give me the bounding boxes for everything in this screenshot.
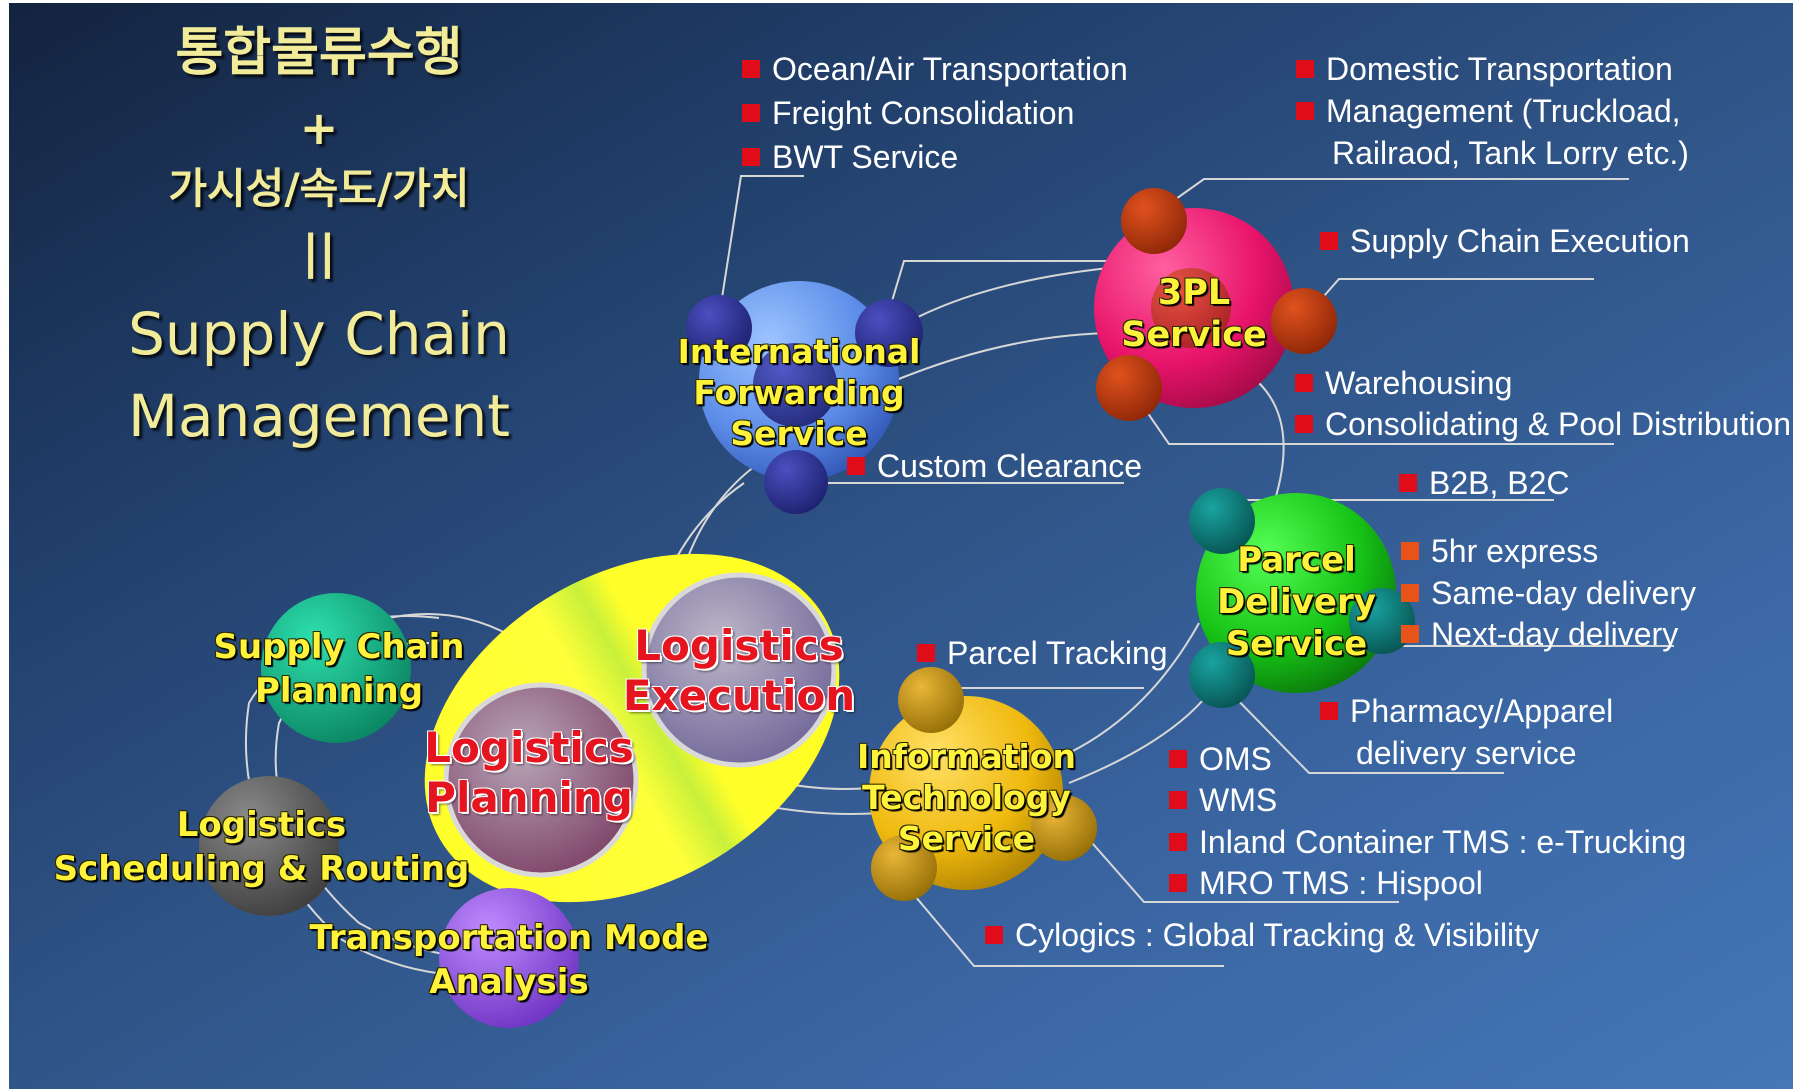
bullet-ocean-air: Ocean/Air Transportation	[742, 49, 1128, 89]
bullet-square-icon	[917, 644, 935, 662]
tma-label-line2: Analysis	[429, 962, 589, 1002]
3pl-label-line2: Service	[1121, 315, 1267, 355]
bullet-inland: Inland Container TMS : e-Trucking	[1169, 822, 1686, 862]
bullet-square-icon	[1296, 102, 1314, 120]
equals-sign: ||	[302, 225, 336, 279]
bullet-square-icon	[1295, 374, 1313, 392]
execution-label-line1: Logistics	[634, 621, 844, 670]
logistics-planning-label: Logistics Planning	[409, 723, 649, 823]
bullet-nextday: Next-day delivery	[1401, 614, 1678, 654]
title-scm-line1: Supply Chain	[128, 300, 510, 368]
bullet-oms: OMS	[1169, 739, 1272, 779]
title-scm: Supply Chain Management	[49, 293, 589, 457]
3pl-cluster	[1094, 188, 1337, 421]
bullet-square-icon	[1169, 750, 1187, 768]
international-label-line3: Service	[730, 414, 868, 453]
bullet-square-icon	[985, 926, 1003, 944]
bullet-wms: WMS	[1169, 780, 1277, 820]
lsr-label-line2: Scheduling & Routing	[53, 849, 470, 889]
bullet-square-icon	[742, 148, 760, 166]
bullet-square-icon	[1169, 833, 1187, 851]
planning-satellites	[199, 593, 579, 1028]
it-label-line2: Technology	[862, 778, 1071, 817]
bullet-management-cont: Railraod, Tank Lorry etc.)	[1332, 135, 1689, 171]
bullet-square-icon	[1401, 584, 1419, 602]
title-block: 통합물류수행 + 가시성/속도/가치 || Supply Chain Manag…	[49, 23, 589, 457]
bullet-parcel-tracking: Parcel Tracking	[917, 633, 1168, 673]
bullet-pharmacy: Pharmacy/Apparel	[1320, 691, 1613, 731]
bullet-square-icon	[1401, 542, 1419, 560]
tma-label-line1: Transportation Mode	[309, 918, 709, 958]
transportation-mode-label: Transportation Mode Analysis	[289, 916, 729, 1004]
parcel-delivery-label: Parcel Delivery Service	[1199, 539, 1394, 665]
logistics-execution-label: Logistics Execution	[619, 621, 859, 721]
bullet-square-icon	[1320, 702, 1338, 720]
international-forwarding-cluster	[686, 281, 923, 514]
execution-label-line2: Execution	[622, 671, 856, 720]
title-scm-line2: Management	[127, 382, 511, 450]
scp-label-line1: Supply Chain	[213, 627, 465, 667]
bullet-5hr: 5hr express	[1401, 531, 1598, 571]
bullet-square-icon	[1169, 791, 1187, 809]
bullet-square-icon	[1401, 625, 1419, 643]
bullet-square-icon	[1169, 874, 1187, 892]
it-label-line1: Information	[857, 737, 1076, 776]
bullet-custom: Custom Clearance	[847, 446, 1142, 486]
bullet-square-icon	[742, 60, 760, 78]
bullet-consolidating: Consolidating & Pool Distribution	[1295, 404, 1791, 444]
3pl-service-label: 3PL Service	[1109, 272, 1279, 356]
bullet-square-icon	[1399, 474, 1417, 492]
lsr-label-line1: Logistics	[176, 805, 347, 845]
bullet-square-icon	[1295, 415, 1313, 433]
plus-sign: +	[299, 101, 339, 155]
bullet-square-icon	[742, 104, 760, 122]
international-forwarding-label: International Forwarding Service	[674, 331, 924, 454]
bullet-bwt: BWT Service	[742, 137, 958, 177]
bullet-pharmacy-cont: delivery service	[1356, 735, 1577, 771]
international-label-line2: Forwarding	[693, 373, 905, 412]
diagram-graphics	[199, 175, 1674, 1028]
it-cluster	[869, 667, 1097, 901]
parcel-label-line3: Service	[1225, 624, 1368, 664]
bullet-freight: Freight Consolidation	[742, 93, 1074, 133]
bullet-sameday: Same-day delivery	[1401, 573, 1696, 613]
bullet-square-icon	[847, 457, 865, 475]
slide: 통합물류수행 + 가시성/속도/가치 || Supply Chain Manag…	[9, 3, 1793, 1089]
bullet-management: Management (Truckload,	[1296, 91, 1681, 131]
parcel-cluster	[1189, 488, 1415, 708]
bullet-square-icon	[1296, 60, 1314, 78]
title-korean: 통합물류수행	[175, 23, 463, 83]
logistics-scheduling-label: Logistics Scheduling & Routing	[39, 803, 484, 891]
bullet-domestic: Domestic Transportation	[1296, 49, 1673, 89]
international-label-line1: International	[677, 332, 921, 371]
bullet-cylogics: Cylogics : Global Tracking & Visibility	[985, 915, 1539, 955]
bullet-warehousing: Warehousing	[1295, 363, 1512, 403]
title-korean-sub: 가시성/속도/가치	[168, 164, 470, 213]
scp-label-line2: Planning	[254, 671, 424, 711]
bullet-square-icon	[1320, 232, 1338, 250]
it-label-line3: Service	[897, 819, 1036, 858]
core-cluster	[424, 553, 840, 903]
parcel-label-line1: Parcel	[1237, 540, 1356, 580]
planning-label-line1: Logistics	[424, 723, 634, 772]
3pl-label-line1: 3PL	[1157, 273, 1231, 313]
information-technology-label: Information Technology Service	[854, 736, 1079, 859]
supply-chain-planning-label: Supply Chain Planning	[194, 625, 484, 713]
planning-label-line2: Planning	[425, 773, 633, 822]
bullet-mro: MRO TMS : Hispool	[1169, 863, 1483, 903]
bullet-b2b: B2B, B2C	[1399, 463, 1570, 503]
parcel-label-line2: Delivery	[1217, 582, 1376, 622]
bullet-sce: Supply Chain Execution	[1320, 221, 1690, 261]
